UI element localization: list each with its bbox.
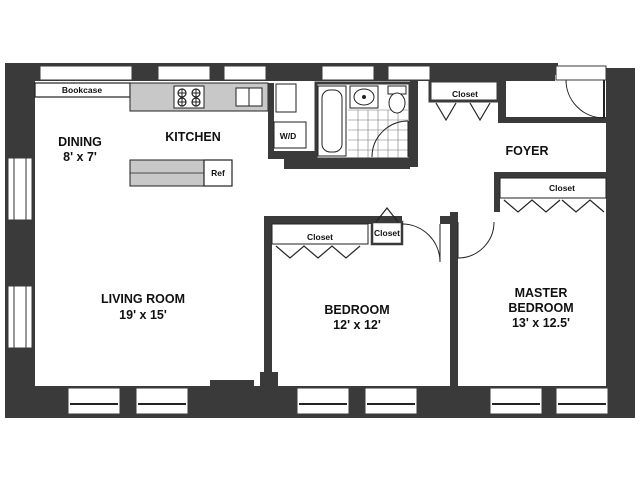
kitchen-label: KITCHEN: [165, 130, 221, 144]
foyer-closet: [428, 79, 500, 122]
living-room-pillar: [210, 380, 254, 386]
bath-door-swing: [371, 120, 409, 158]
bedroom-walls: [260, 216, 402, 386]
refrigerator-label: Ref: [211, 168, 225, 178]
washer-dryer: [273, 83, 307, 149]
bath-sink-icon: [349, 85, 379, 109]
living-room-label: LIVING ROOM: [101, 292, 185, 306]
foyer-label: FOYER: [505, 144, 548, 158]
bottom-windows: [67, 387, 609, 415]
bookcase-label: Bookcase: [62, 85, 102, 95]
stove-icon: [173, 85, 205, 109]
living-room-size: 19' x 15': [119, 308, 167, 322]
bedroom-door-swing: [401, 223, 441, 263]
bath-tile-grid: [348, 109, 408, 158]
master-bedroom-label-line2: BEDROOM: [508, 301, 573, 315]
foyer-walls: [410, 81, 606, 167]
top-windows: [39, 65, 431, 81]
small-closet-label: Closet: [374, 228, 400, 238]
bathtub-icon: [317, 85, 347, 157]
bedroom-closet: [271, 223, 369, 259]
bedroom-label: BEDROOM: [324, 303, 389, 317]
bedroom-closet-label: Closet: [307, 232, 333, 242]
master-bedroom-walls: [450, 172, 606, 386]
toilet-icon: [387, 85, 407, 114]
entry-door: [555, 65, 607, 119]
kitchen-side-wall: [268, 83, 410, 169]
kitchen-island: [129, 159, 233, 187]
foyer-closet-label: Closet: [452, 89, 478, 99]
master-closet: [499, 177, 607, 213]
master-closet-label: Closet: [549, 183, 575, 193]
bedroom-right-wall: [440, 216, 458, 224]
dining-size: 8' x 7': [63, 150, 97, 164]
dining-label: DINING: [58, 135, 102, 149]
washer-dryer-label: W/D: [280, 131, 297, 141]
master-door-swing: [457, 221, 495, 259]
bedroom-size: 12' x 12': [333, 318, 381, 332]
small-closet: [370, 207, 404, 246]
master-bedroom-label-line1: MASTER: [515, 286, 568, 300]
master-bedroom-size: 13' x 12.5': [512, 316, 570, 330]
left-windows: [7, 157, 33, 349]
kitchen-sink-icon: [235, 87, 263, 107]
